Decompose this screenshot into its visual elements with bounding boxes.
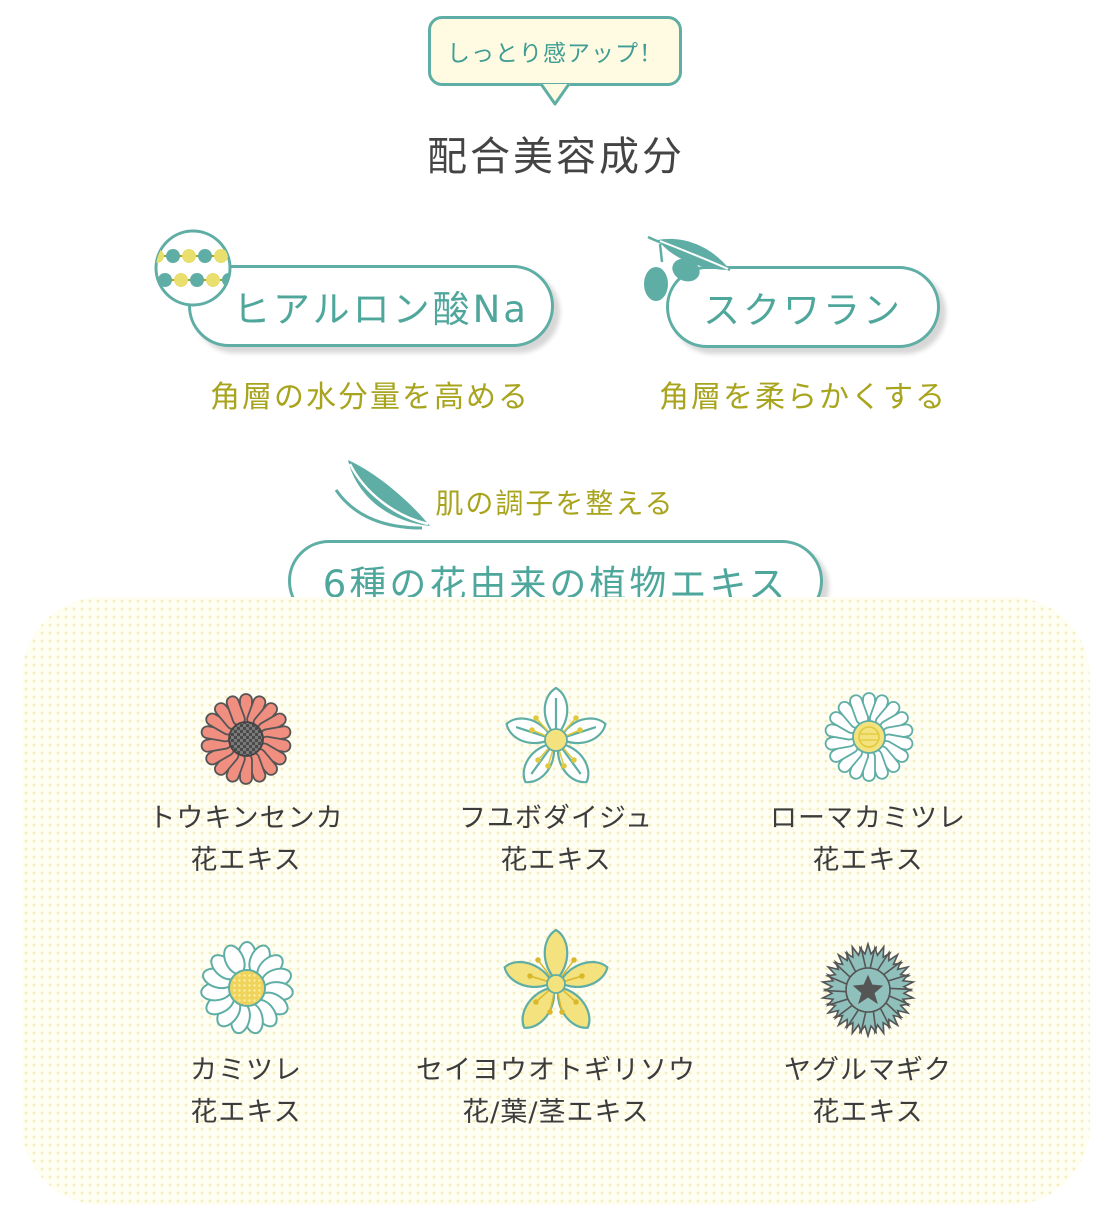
molecule-icon	[154, 229, 232, 307]
ingredient-effect: 角層を柔らかくする	[659, 380, 947, 415]
chamomile-flower-icon	[199, 941, 295, 1036]
ingredient-pill-hyaluronic: ヒアルロン酸Na	[188, 265, 554, 347]
flower-name: ローマカミツレ	[770, 803, 966, 834]
cornflower-flower-icon	[820, 942, 916, 1037]
flower-label: フユボダイジュ 花エキス	[396, 798, 716, 882]
bubble-tail-icon	[540, 84, 570, 106]
flower-name: トウキンセンカ	[148, 803, 344, 834]
olive-icon	[644, 235, 731, 301]
flower-part: 花エキス	[500, 845, 612, 876]
flower-label: ヤグルマギク 花エキス	[708, 1050, 1028, 1134]
linden-flower-icon	[501, 686, 611, 788]
flower-part: 花エキス	[190, 845, 302, 876]
roman-chamomile-flower-icon	[823, 692, 915, 782]
flower-name: フユボダイジュ	[458, 803, 654, 834]
flower-label: ローマカミツレ 花エキス	[708, 798, 1028, 882]
flower-name: ヤグルマギク	[784, 1055, 952, 1086]
flower-name: セイヨウオトギリソウ	[416, 1055, 696, 1086]
st-johns-wort-flower-icon	[500, 928, 612, 1034]
ingredient-pill-squalane: スクワラン	[666, 266, 940, 348]
badge-text: しっとり感アップ！	[447, 41, 663, 67]
flower-label: セイヨウオトギリソウ 花/葉/茎エキス	[396, 1050, 716, 1134]
ingredient-name: スクワラン	[703, 289, 903, 332]
flower-label: トウキンセンカ 花エキス	[86, 798, 406, 882]
leaf-icon	[334, 460, 430, 530]
flower-name: カミツレ	[190, 1055, 302, 1086]
badge-bubble: しっとり感アップ！	[428, 16, 682, 86]
plant-effect: 肌の調子を整える	[435, 487, 675, 520]
ingredient-name: ヒアルロン酸Na	[233, 288, 529, 331]
ingredient-effect: 角層の水分量を高める	[210, 380, 530, 415]
flower-label: カミツレ 花エキス	[86, 1050, 406, 1134]
page-title: 配合美容成分	[427, 134, 685, 180]
flower-panel	[22, 597, 1090, 1205]
flower-part: 花エキス	[812, 1097, 924, 1128]
calendula-flower-icon	[199, 693, 293, 785]
flower-part: 花/葉/茎エキス	[462, 1097, 650, 1128]
flower-part: 花エキス	[812, 845, 924, 876]
flower-part: 花エキス	[190, 1097, 302, 1128]
